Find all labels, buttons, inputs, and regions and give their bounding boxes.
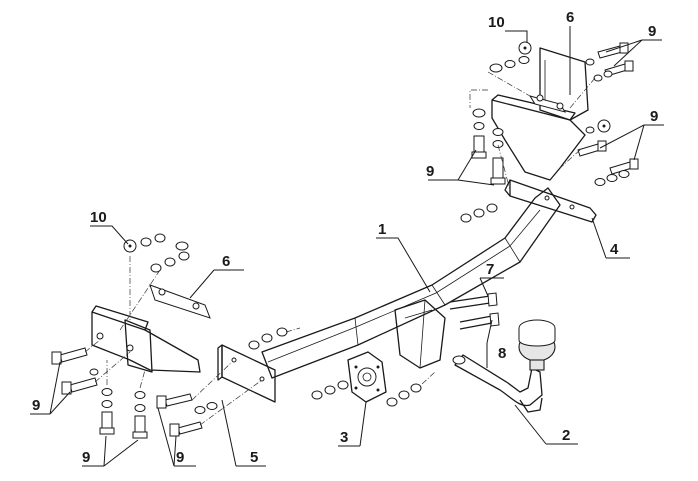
fasteners-left-bolts [51, 347, 148, 439]
callout-9-left-b: 9 [82, 449, 90, 466]
leader-lines [30, 26, 664, 467]
fasteners-top-right [489, 41, 634, 82]
long-bolt-8 [459, 312, 500, 330]
callout-8: 8 [498, 345, 506, 362]
left-vehicle-bracket [91, 284, 211, 373]
fasteners-mid-right [577, 119, 639, 186]
fasteners-beam-left [248, 327, 288, 350]
callout-3: 3 [340, 429, 348, 446]
fasteners-top-left [123, 233, 190, 273]
callout-10-top: 10 [488, 14, 505, 31]
fasteners-top-right-column [471, 108, 506, 185]
fasteners-socket [311, 380, 422, 407]
left-mounting-plate [217, 344, 276, 403]
right-vehicle-bracket [491, 47, 589, 181]
callout-5: 5 [250, 449, 258, 466]
callout-4: 4 [610, 241, 619, 258]
socket-plate [347, 351, 387, 403]
socket-mount-bracket [394, 299, 446, 369]
tow-ball-assembly [452, 319, 556, 413]
right-mounting-plate [504, 179, 597, 223]
callout-9-left-c: 9 [176, 449, 184, 466]
callout-9-mid-right: 9 [650, 108, 658, 125]
fasteners-left-plate [156, 393, 218, 437]
callout-10-left: 10 [90, 209, 107, 226]
fasteners-beam-right [460, 203, 498, 223]
main-cross-beam [261, 187, 561, 379]
callout-9-column: 9 [426, 163, 434, 180]
callout-1: 1 [378, 221, 386, 238]
callout-6-left: 6 [222, 253, 230, 270]
long-bolt-7 [449, 292, 498, 310]
callout-2: 2 [562, 427, 570, 444]
callout-7: 7 [486, 261, 494, 278]
callout-labels: 10 6 9 9 9 4 10 6 1 7 8 9 9 9 5 3 2 [32, 9, 658, 466]
callout-9-top-right: 9 [648, 23, 656, 40]
callout-6-top: 6 [566, 9, 574, 26]
assembly-center-lines [84, 71, 596, 426]
callout-9-left-a: 9 [32, 397, 40, 414]
